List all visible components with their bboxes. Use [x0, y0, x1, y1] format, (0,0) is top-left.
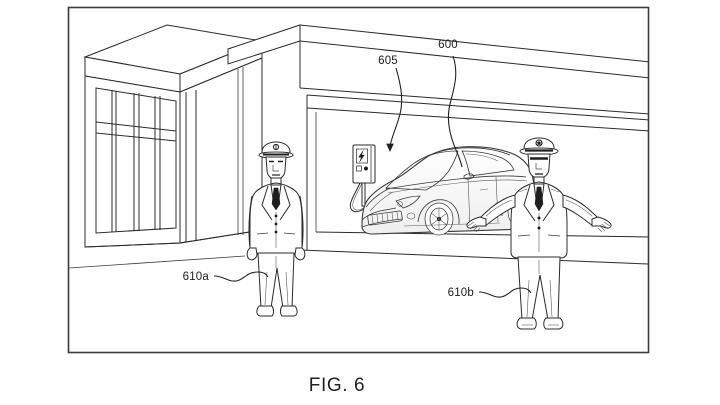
- person-right: [466, 137, 612, 330]
- figure-caption: FIG. 6: [309, 375, 365, 396]
- building: [83, 24, 301, 248]
- ref-numeral-610b: 610b: [448, 287, 474, 299]
- vehicle-front-wheel: [424, 202, 454, 236]
- lightning-bolt-icon: [358, 150, 365, 163]
- leader-605: [386, 67, 403, 152]
- ref-numeral-600: 600: [438, 39, 458, 51]
- ref-numeral-605: 605: [378, 55, 398, 67]
- hand-left: [466, 216, 487, 233]
- leader-610a: [213, 271, 269, 282]
- ref-numeral-610a: 610a: [183, 271, 210, 283]
- hand-right: [591, 216, 612, 233]
- leader-600: [447, 55, 463, 168]
- charging-station: [349, 144, 397, 213]
- person-left: [246, 141, 306, 317]
- leader-610b: [478, 287, 532, 298]
